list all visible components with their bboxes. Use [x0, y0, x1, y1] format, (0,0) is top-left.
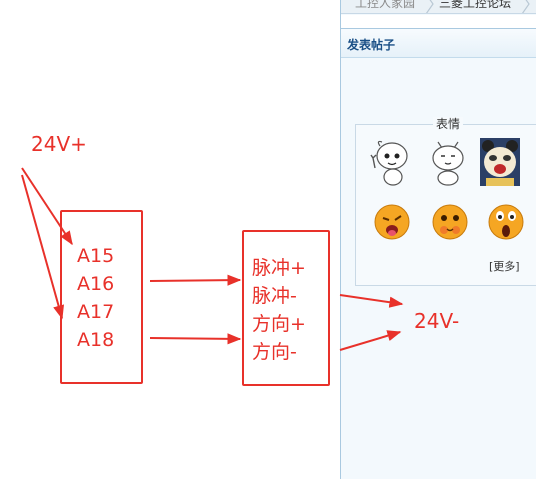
- driver-terminal: 方向-: [252, 341, 297, 363]
- panda-cry-icon[interactable]: [480, 138, 520, 186]
- driver-terminal-box: 脉冲+ 脉冲- 方向+ 方向-: [242, 230, 330, 386]
- breadcrumb-forum[interactable]: 三菱工控论坛: [439, 0, 512, 10]
- driver-terminal: 脉冲-: [252, 285, 297, 307]
- emoji-panel-legend: 表情: [433, 117, 464, 131]
- breadcrumb-separator-icon: [425, 0, 434, 13]
- rabbit-blank-icon[interactable]: [428, 138, 468, 186]
- controller-pin-box: A15 A16 A17 A18: [60, 210, 143, 384]
- rabbit-wave-icon[interactable]: [370, 138, 410, 186]
- controller-pin: A16: [77, 273, 115, 295]
- section-header: 发表帖子: [341, 28, 536, 58]
- breadcrumb-separator-icon: [521, 0, 530, 13]
- supply-positive-label: 24V+: [31, 132, 87, 156]
- controller-pin: A17: [77, 301, 115, 323]
- breadcrumb-home[interactable]: 工控人家园: [355, 0, 416, 10]
- face-shocked-icon[interactable]: [486, 200, 526, 248]
- face-blush-icon[interactable]: [430, 200, 470, 248]
- spacer: [341, 15, 536, 28]
- face-tongue-wink-icon[interactable]: [372, 200, 412, 248]
- controller-pin: A15: [77, 245, 115, 267]
- wiring-diagram: 24V+ A15 A16 A17 A18 脉冲+ 脉冲- 方向+ 方向-: [31, 132, 330, 386]
- controller-pin: A18: [77, 329, 115, 351]
- driver-terminal: 脉冲+: [252, 257, 306, 279]
- section-title: 发表帖子: [347, 38, 396, 52]
- emoji-more-link[interactable]: [更多]: [489, 260, 520, 273]
- driver-terminal: 方向+: [252, 313, 306, 335]
- supply-negative-label: 24V-: [414, 309, 460, 333]
- breadcrumb: 工控人家园 三菱工控论坛: [341, 0, 536, 14]
